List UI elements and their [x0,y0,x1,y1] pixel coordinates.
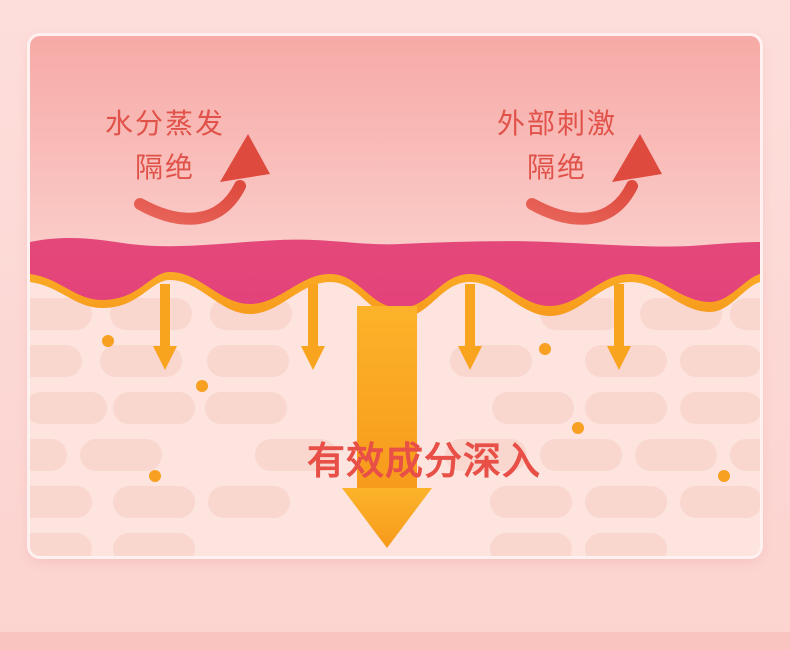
down-arrow-icon [458,284,482,370]
dot-icon [102,335,114,347]
dot-icon [718,470,730,482]
external-irritation-line2: 隔绝 [526,151,587,184]
down-arrow-icon [607,284,631,370]
dot-icon [572,422,584,434]
curved-arrow-right-icon [526,134,662,225]
dot-icon [539,343,551,355]
down-arrow-icon [301,284,325,370]
curved-arrow-left-icon [134,134,270,225]
external-irritation-line1: 外部刺激 [496,107,617,140]
water-evaporation-line2: 隔绝 [134,151,195,184]
water-evaporation-line1: 水分蒸发 [104,107,225,140]
down-arrow-icon [153,284,177,370]
dot-icon [149,470,161,482]
external-irritation-label: 外部刺激 隔绝 [482,102,632,190]
big-down-arrow-icon [342,306,432,548]
active-ingredients-label: 有效成分深入 [306,439,541,483]
skin-diagram-card: 水分蒸发 隔绝 外部刺激 隔绝 有效成分深入 [30,36,760,556]
skin-diagram [30,36,760,556]
bottom-strip [0,632,790,650]
water-evaporation-label: 水分蒸发 隔绝 [90,102,240,190]
small-down-arrows [153,284,631,370]
skin-barrier-layer [30,238,760,308]
nutrient-dots [102,335,730,482]
dot-icon [196,380,208,392]
